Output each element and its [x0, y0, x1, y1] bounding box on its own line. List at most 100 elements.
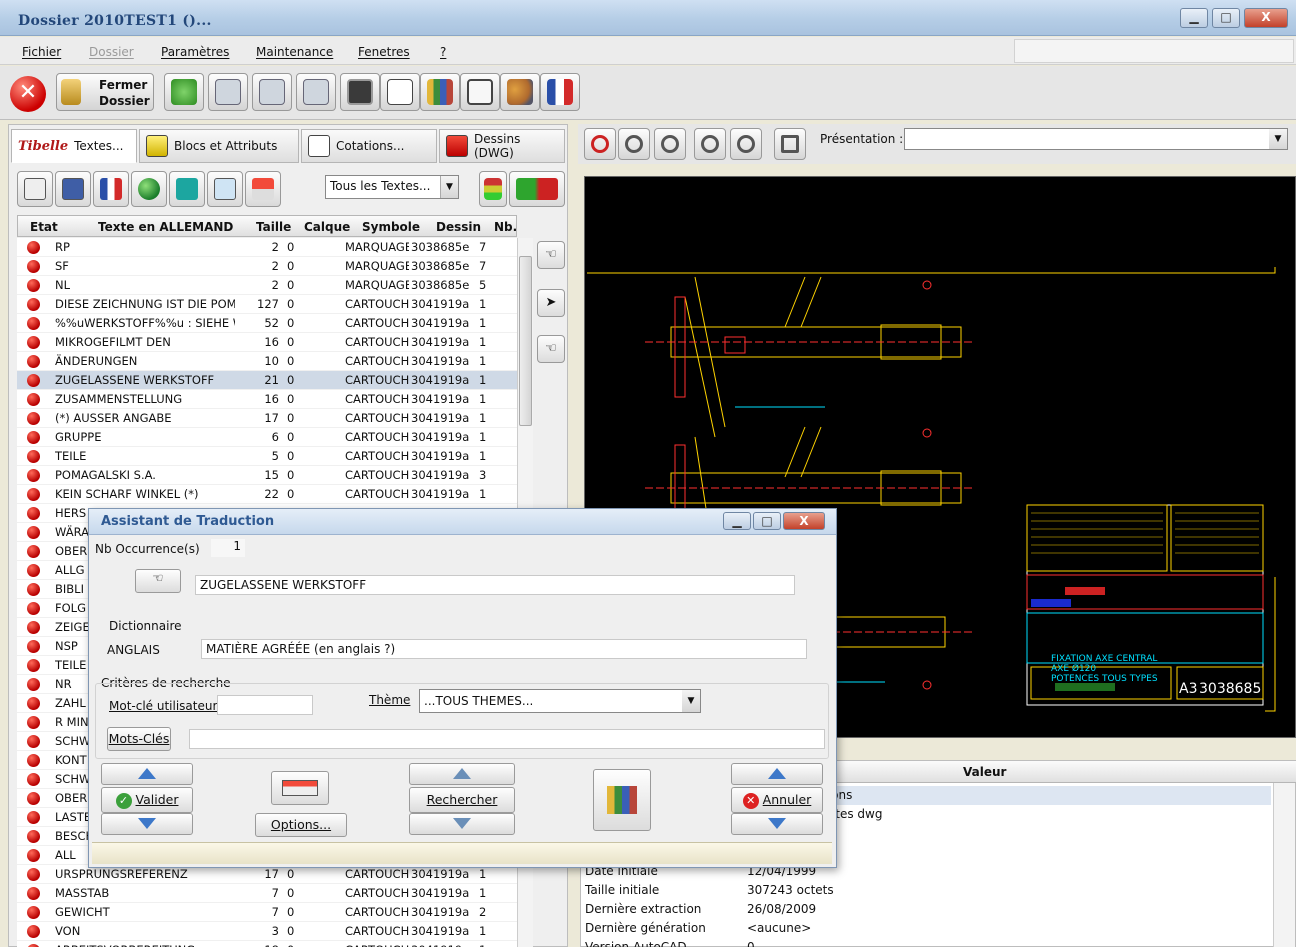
- keywords-field[interactable]: [189, 729, 825, 749]
- tab-blocs[interactable]: Blocs et Attributs: [139, 129, 299, 163]
- source-pick-button[interactable]: ☜: [135, 569, 181, 593]
- traffic-light-button[interactable]: [479, 171, 507, 207]
- cancel-button[interactable]: ✕ Annuler: [731, 787, 823, 813]
- col-symbole[interactable]: Symbole: [362, 220, 421, 234]
- keyword-input[interactable]: [217, 695, 313, 715]
- col-dessin[interactable]: Dessin: [436, 220, 482, 234]
- back-button[interactable]: [169, 171, 205, 207]
- exit-icon[interactable]: ✕: [10, 76, 46, 112]
- menu-dossier[interactable]: Dossier: [89, 45, 134, 59]
- screen-button[interactable]: [340, 73, 380, 111]
- search-prev-button[interactable]: [409, 763, 515, 785]
- search-next-button[interactable]: [409, 813, 515, 835]
- zoom-red-button[interactable]: [584, 128, 616, 160]
- col-texte[interactable]: Texte en ALLEMAND: [98, 220, 234, 234]
- manual-button[interactable]: [460, 73, 500, 111]
- translation-field[interactable]: MATIÈRE AGRÉÉE (en anglais ?): [201, 639, 807, 659]
- hand-tool-button[interactable]: ☜: [537, 241, 565, 269]
- cancel-prev-button[interactable]: [731, 763, 823, 785]
- zoom-window-button[interactable]: [618, 128, 650, 160]
- next-occurrence-button[interactable]: [101, 813, 193, 835]
- options-button[interactable]: Options...: [255, 813, 347, 837]
- close-folder-button[interactable]: Fermer Dossier: [56, 73, 154, 111]
- minimize-button[interactable]: ▁: [1180, 8, 1208, 28]
- table-row[interactable]: ARBEITSVORBEREITUNG180CARTOUCH3041919a1: [17, 941, 517, 947]
- zoom-extents-button[interactable]: [654, 128, 686, 160]
- drawing-viewer[interactable]: FIXATION AXE CENTRAL AXE Ø120 POTENCES T…: [584, 176, 1296, 738]
- property-row[interactable]: Dernière génération<aucune>: [581, 919, 1271, 938]
- tab-dessins[interactable]: Dessins (DWG): [439, 129, 565, 163]
- dictionary-button[interactable]: [420, 73, 460, 111]
- drawing-button[interactable]: [380, 73, 420, 111]
- hand-tool-2-button[interactable]: ☜: [537, 335, 565, 363]
- print-button[interactable]: [55, 171, 91, 207]
- zoom-out-button[interactable]: [730, 128, 762, 160]
- import-dialog-button[interactable]: [271, 771, 329, 805]
- properties-scrollbar[interactable]: [1273, 783, 1295, 947]
- validate-button[interactable]: ✓ Valider: [101, 787, 193, 813]
- col-etat[interactable]: Etat: [30, 220, 58, 234]
- dictionary-dialog-button[interactable]: [593, 769, 651, 831]
- prev-occurrence-button[interactable]: [101, 763, 193, 785]
- dialog-maximize-button[interactable]: □: [753, 512, 781, 530]
- tab-textes[interactable]: Tibelle Textes...: [11, 129, 137, 163]
- menu-fichier[interactable]: Fichier: [22, 45, 62, 59]
- col-valeur[interactable]: Valeur: [963, 765, 1007, 779]
- import-button[interactable]: [245, 171, 281, 207]
- zoom-in-button[interactable]: [694, 128, 726, 160]
- menu-maintenance[interactable]: Maintenance: [256, 45, 334, 59]
- menu-parametres[interactable]: Paramètres: [161, 45, 230, 59]
- dialog-minimize-button[interactable]: ▁: [723, 512, 751, 530]
- keywords-button[interactable]: Mots-Clés: [107, 727, 171, 751]
- users-button[interactable]: [500, 73, 540, 111]
- globe-button[interactable]: [131, 171, 167, 207]
- language-filter-button[interactable]: [93, 171, 129, 207]
- text-filter-select[interactable]: Tous les Textes... ▼: [325, 175, 459, 199]
- search-button[interactable]: [207, 171, 243, 207]
- scrollbar-thumb[interactable]: [519, 256, 532, 426]
- theme-select[interactable]: ...TOUS THEMES... ▼: [419, 689, 701, 713]
- export-button[interactable]: [296, 73, 336, 111]
- language-button[interactable]: [540, 73, 580, 111]
- inject-button[interactable]: [252, 73, 292, 111]
- recycle-button[interactable]: [164, 73, 204, 111]
- presentation-select[interactable]: ▼: [904, 128, 1288, 150]
- layers-button[interactable]: [774, 128, 806, 160]
- cancel-next-button[interactable]: [731, 813, 823, 835]
- close-window-button[interactable]: X: [1244, 8, 1288, 28]
- locate-button[interactable]: ➤: [537, 289, 565, 317]
- swap-button[interactable]: [509, 171, 565, 207]
- tab-cotations[interactable]: Cotations...: [301, 129, 437, 163]
- menu-help[interactable]: ?: [440, 45, 447, 59]
- col-taille[interactable]: Taille: [256, 220, 292, 234]
- edit-text-button[interactable]: [17, 171, 53, 207]
- col-calque[interactable]: Calque: [304, 220, 351, 234]
- col-nb[interactable]: Nb.: [494, 220, 518, 234]
- dialog-close-button[interactable]: X: [783, 512, 825, 530]
- menu-fenetres[interactable]: Fenetres: [358, 45, 410, 59]
- extract-button[interactable]: [208, 73, 248, 111]
- search-dialog-button[interactable]: Rechercher: [409, 787, 515, 813]
- maximize-button[interactable]: □: [1212, 8, 1240, 28]
